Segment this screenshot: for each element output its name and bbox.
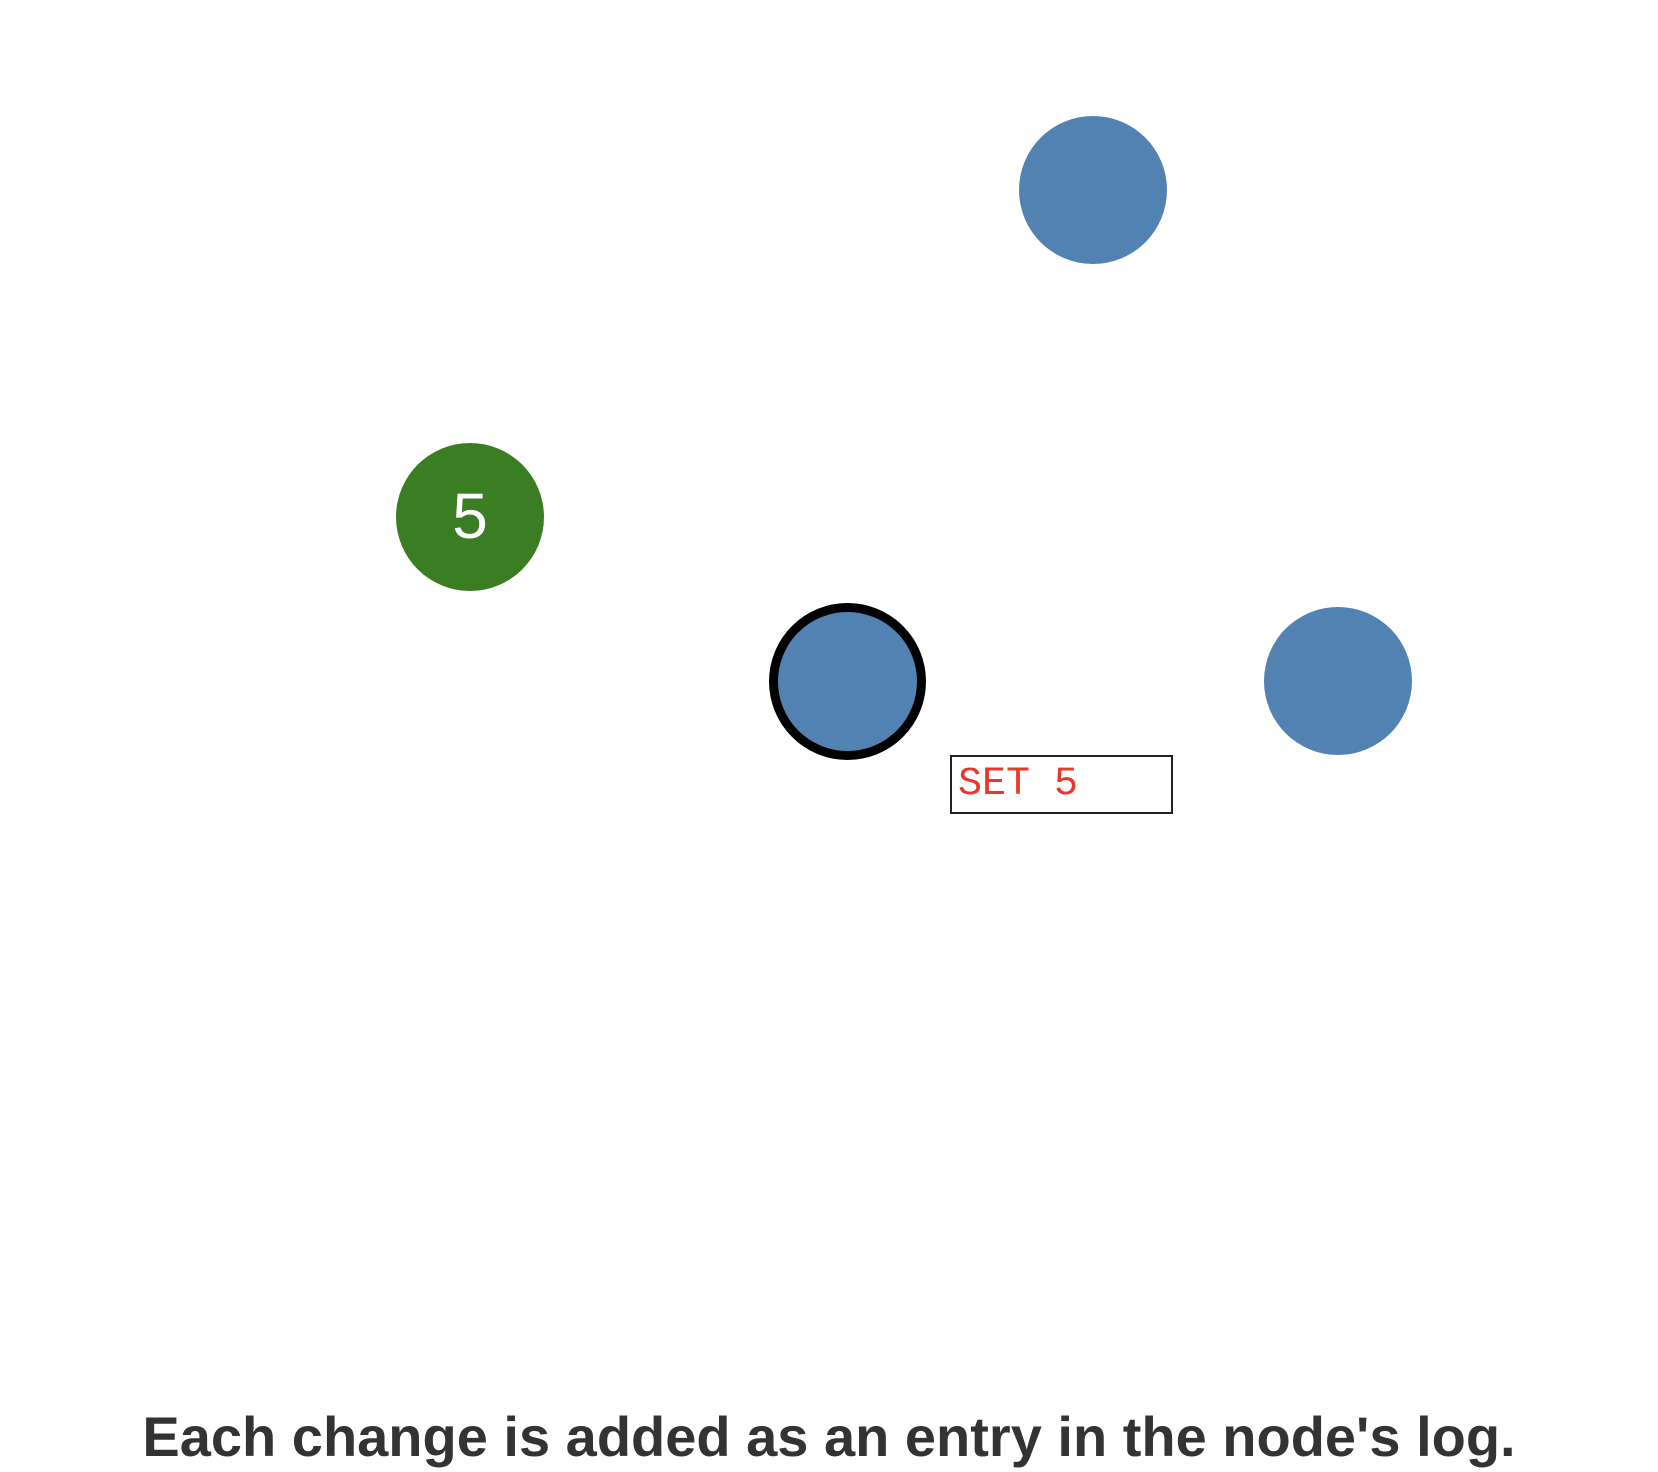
node-left[interactable]: 5 <box>396 443 544 591</box>
node-right[interactable] <box>1264 607 1412 755</box>
log-entry: SET 5 <box>950 755 1173 814</box>
node-top[interactable] <box>1019 116 1167 264</box>
caption: Each change is added as an entry in the … <box>142 1405 1516 1468</box>
node-left-value: 5 <box>452 480 488 552</box>
node-center[interactable] <box>769 603 926 760</box>
